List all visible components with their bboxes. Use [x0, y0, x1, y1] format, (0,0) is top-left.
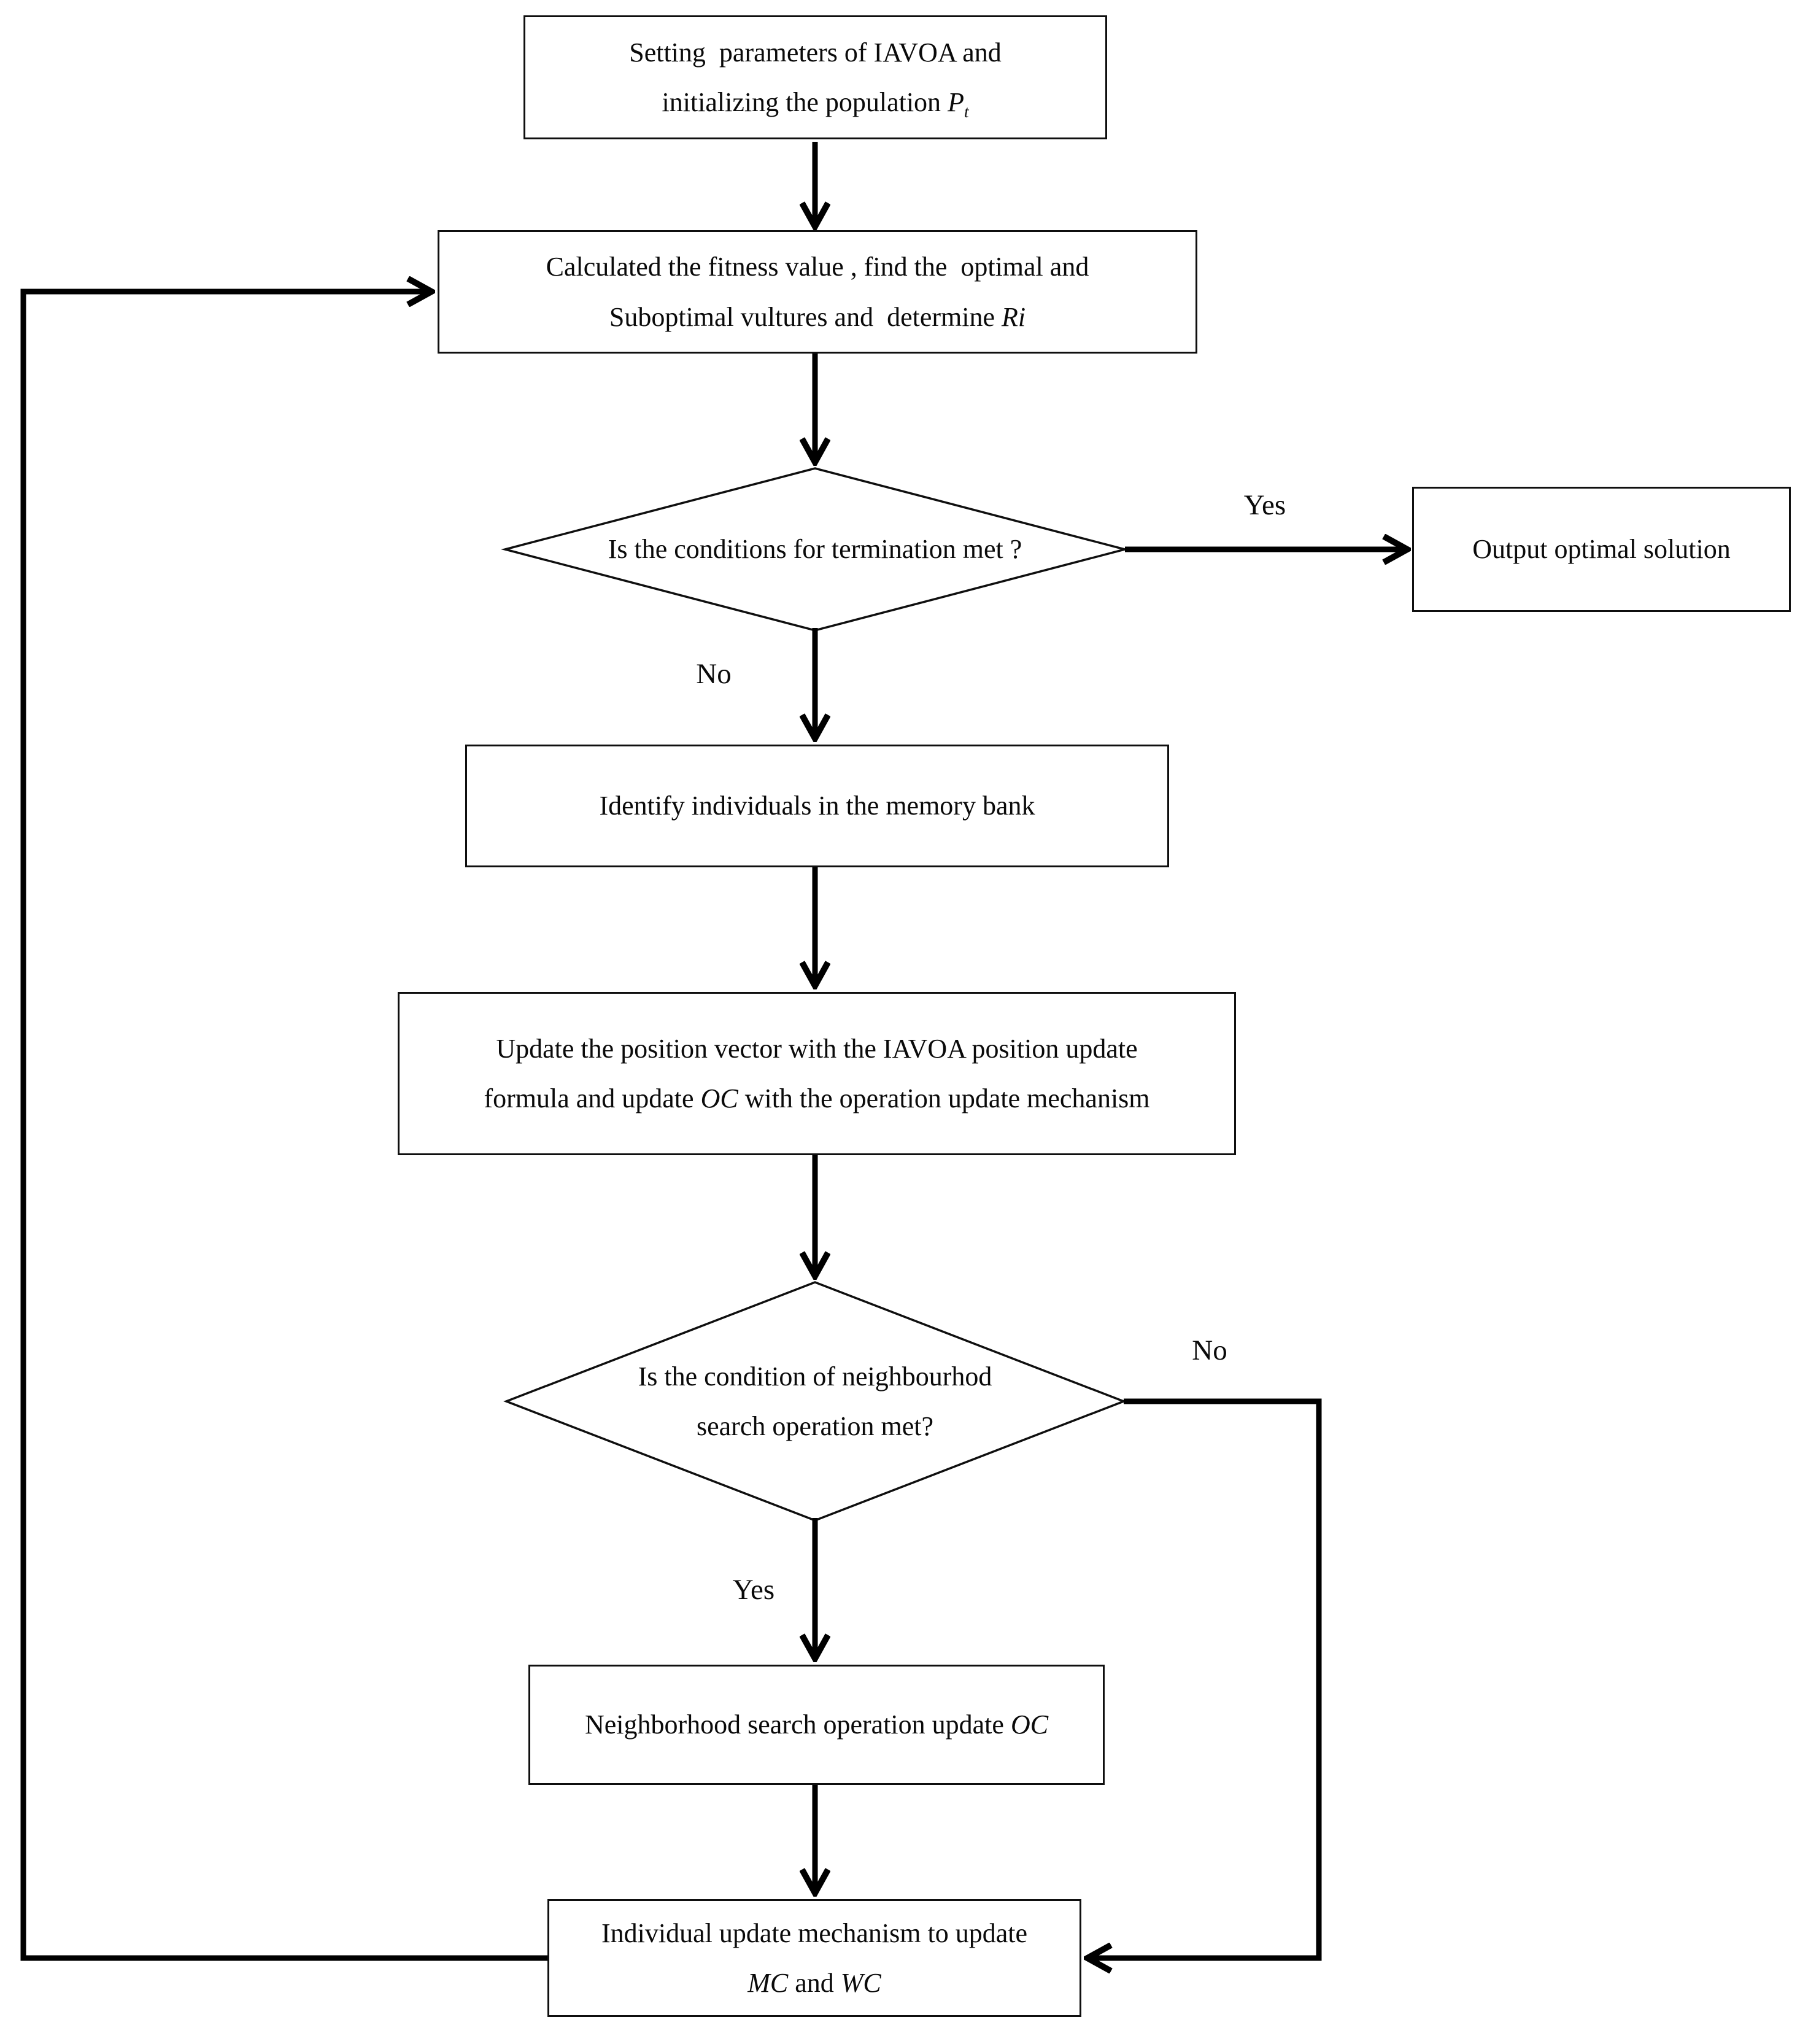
decision-neighbourhood: Is the condition of neighbourhod search … — [568, 1310, 1062, 1492]
node-init-parameters: Setting parameters of IAVOA and initiali… — [523, 15, 1107, 139]
node-update-position-line2b: with the operation update mechanism — [738, 1083, 1150, 1113]
node-fitness-line1: Calculated the fitness value , find the … — [546, 252, 1089, 282]
node-update-position-line2a: formula and update — [484, 1083, 701, 1113]
node-memory-bank: Identify individuals in the memory bank — [465, 745, 1169, 867]
node-init-line2: initializing the population — [662, 87, 948, 117]
node-individual-update-line1: Individual update mechanism to update — [601, 1918, 1028, 1948]
decision-neighbourhood-line2: search operation met? — [696, 1411, 934, 1441]
wc-symbol: WC — [840, 1968, 881, 1998]
label-yes-termination: Yes — [1243, 489, 1286, 521]
label-no-termination: No — [696, 658, 732, 690]
label-no-neighbourhood: No — [1192, 1334, 1227, 1366]
node-individual-update: Individual update mechanism to update MC… — [547, 1899, 1081, 2017]
mc-symbol: MC — [747, 1968, 789, 1998]
decision-termination-text: Is the conditions for termination met ? — [608, 534, 1022, 565]
ri-symbol: Ri — [1002, 301, 1026, 332]
oc-symbol-2: OC — [1010, 1709, 1049, 1740]
decision-neighbourhood-line1: Is the condition of neighbourhod — [638, 1361, 992, 1392]
node-fitness-line2: Suboptimal vultures and determine — [609, 301, 1002, 332]
connector-individual-feedback-to-fitness-arrow — [20, 292, 547, 1961]
decision-termination: Is the conditions for termination met ? — [536, 491, 1094, 608]
connector-neighbourhood-no-to-individual-arrow — [1088, 1398, 1322, 1958]
population-symbol-subscript: t — [964, 102, 969, 121]
node-output-text: Output optimal solution — [1472, 534, 1731, 565]
node-output-solution: Output optimal solution — [1412, 487, 1791, 612]
node-neighborhood-search: Neighborhood search operation update OC — [528, 1665, 1105, 1785]
node-update-position: Update the position vector with the IAVO… — [398, 992, 1236, 1155]
node-calculate-fitness: Calculated the fitness value , find the … — [438, 230, 1197, 354]
node-update-position-line1: Update the position vector with the IAVO… — [496, 1033, 1138, 1064]
node-neighborhood-search-text: Neighborhood search operation update — [584, 1709, 1011, 1740]
oc-symbol: OC — [700, 1083, 738, 1113]
node-individual-update-line2-mid: and — [788, 1968, 841, 1998]
label-yes-neighbourhood: Yes — [732, 1574, 775, 1606]
node-memory-text: Identify individuals in the memory bank — [599, 791, 1035, 821]
node-init-line1: Setting parameters of IAVOA and — [629, 37, 1002, 68]
population-symbol: P — [948, 87, 964, 117]
